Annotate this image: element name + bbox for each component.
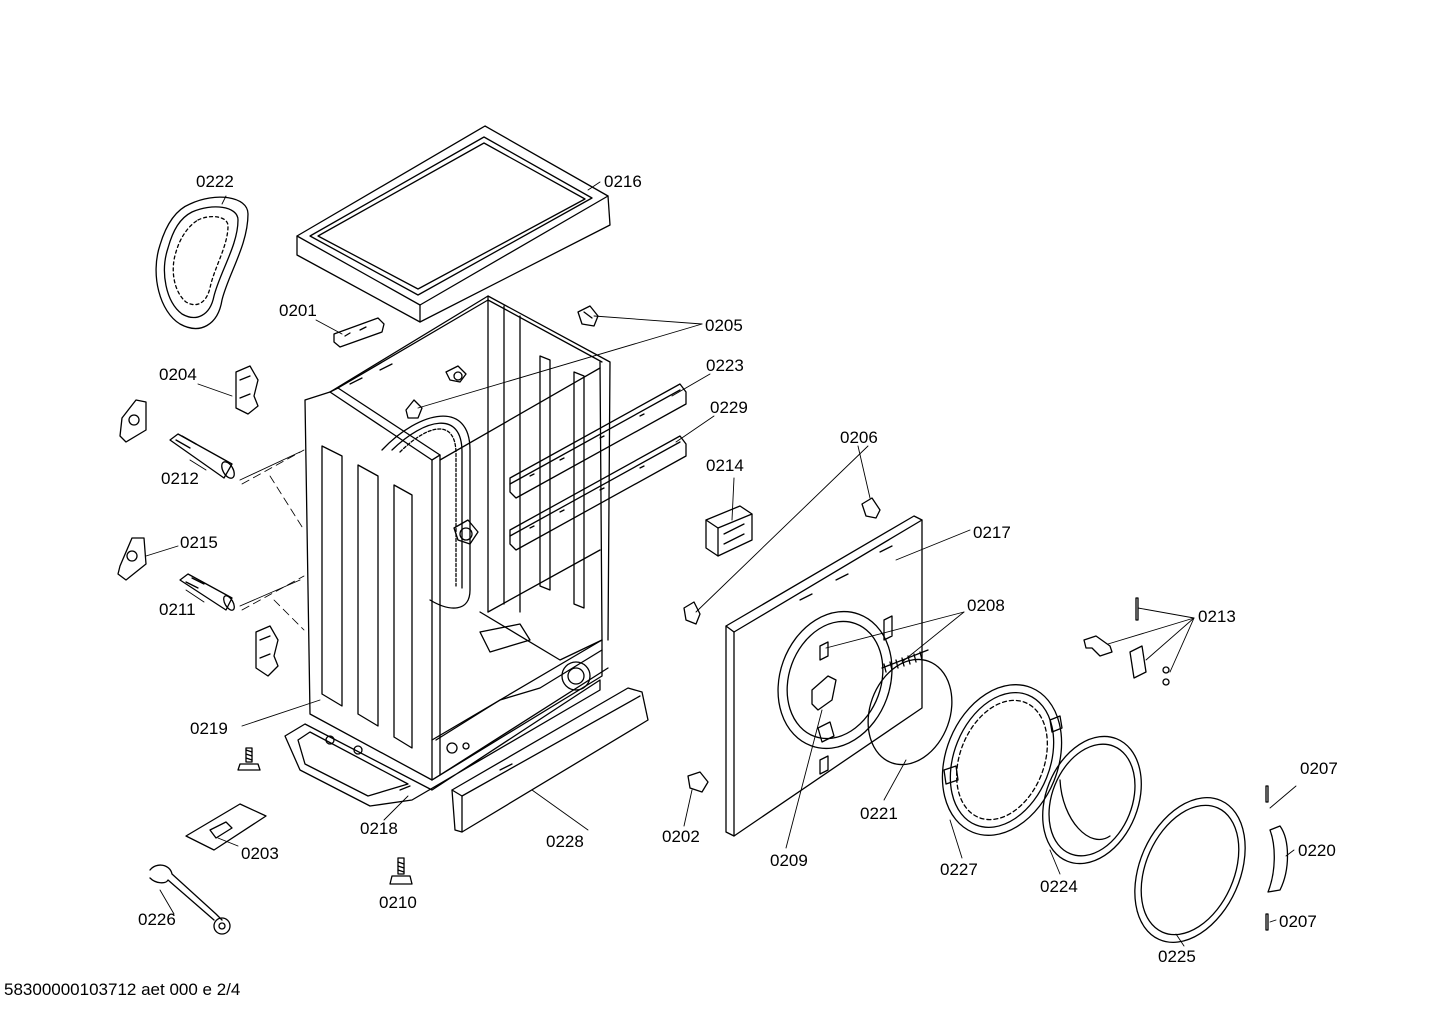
label-0228: 0228 xyxy=(546,832,584,851)
part-foot-screw-left xyxy=(237,747,261,771)
label-0213: 0213 xyxy=(1198,607,1236,626)
part-0206-clip-upper xyxy=(861,497,881,519)
part-mount-plate-upper xyxy=(119,399,147,443)
part-0214-door-lock xyxy=(705,505,753,557)
label-0203: 0203 xyxy=(241,844,279,863)
label-0205: 0205 xyxy=(705,316,743,335)
part-0215-mount-plate xyxy=(117,537,147,581)
part-0227-door-frame xyxy=(941,684,1063,836)
part-0220-handle xyxy=(1267,825,1289,893)
label-0202: 0202 xyxy=(662,827,700,846)
part-0208-spring xyxy=(881,649,929,673)
part-0210-screw xyxy=(389,857,413,885)
part-0211-shock-absorber xyxy=(179,573,235,611)
label-0216: 0216 xyxy=(604,172,642,191)
label-0218: 0218 xyxy=(360,819,398,838)
label-0217: 0217 xyxy=(973,523,1011,542)
part-0221-ring xyxy=(867,658,953,766)
label-0207-lower: 0207 xyxy=(1279,912,1317,931)
dashed-connection-lines xyxy=(241,449,305,631)
label-0229: 0229 xyxy=(710,398,748,417)
part-0222-gasket xyxy=(155,196,249,329)
part-0219-0218-base xyxy=(284,679,601,807)
label-0222: 0222 xyxy=(196,172,234,191)
label-0204: 0204 xyxy=(159,365,197,384)
part-0225-door-ring xyxy=(1134,797,1246,943)
part-0205-clip-top xyxy=(577,305,599,327)
label-0211: 0211 xyxy=(159,600,196,619)
part-labels: 0222 0216 0201 0205 0204 0223 0229 0212 … xyxy=(138,172,1338,966)
label-0207-upper: 0207 xyxy=(1300,759,1338,778)
part-0223-rail xyxy=(509,383,687,499)
part-0224-door-glass xyxy=(1042,735,1142,865)
label-0226: 0226 xyxy=(138,910,176,929)
part-0226-spanner xyxy=(149,864,231,935)
label-0221: 0221 xyxy=(860,804,898,823)
label-0209: 0209 xyxy=(770,851,808,870)
part-0213-rod xyxy=(1135,597,1139,621)
label-0224: 0224 xyxy=(1040,877,1078,896)
part-0207-pin-lower xyxy=(1265,913,1269,931)
part-0229-rail xyxy=(509,435,687,551)
part-0228-plinth xyxy=(451,687,649,833)
label-0220: 0220 xyxy=(1298,841,1336,860)
part-0213-hinge xyxy=(1083,635,1113,657)
part-0203-plate xyxy=(185,803,267,851)
label-0210: 0210 xyxy=(379,893,417,912)
label-0215: 0215 xyxy=(180,533,218,552)
leader-lines xyxy=(145,181,1297,947)
label-0223: 0223 xyxy=(706,356,744,375)
label-0227: 0227 xyxy=(940,860,978,879)
label-0201: 0201 xyxy=(279,301,317,320)
part-0213-plate xyxy=(1129,645,1147,679)
part-0207-pin-upper xyxy=(1265,785,1269,803)
document-footer-code: 58300000103712 aet 000 e 2/4 xyxy=(4,980,241,999)
part-0216-top-cover xyxy=(296,125,611,323)
label-0208: 0208 xyxy=(967,596,1005,615)
part-0217-front-panel xyxy=(725,515,923,837)
label-0206: 0206 xyxy=(840,428,878,447)
label-0212: 0212 xyxy=(161,469,199,488)
part-0201-bracket xyxy=(333,317,385,348)
part-0213-spring-clip xyxy=(1162,666,1170,686)
label-0219: 0219 xyxy=(190,719,228,738)
part-0204-bracket-top xyxy=(235,365,259,415)
part-0212-shock-absorber xyxy=(169,433,235,479)
part-0202-clip xyxy=(687,771,709,793)
label-0225: 0225 xyxy=(1158,947,1196,966)
label-0214: 0214 xyxy=(706,456,744,475)
part-cabinet-frame xyxy=(304,295,611,781)
part-0206-clip-lower xyxy=(683,601,701,625)
part-0205-clip-inner xyxy=(405,399,423,419)
part-0204-bracket-bottom xyxy=(255,625,279,677)
